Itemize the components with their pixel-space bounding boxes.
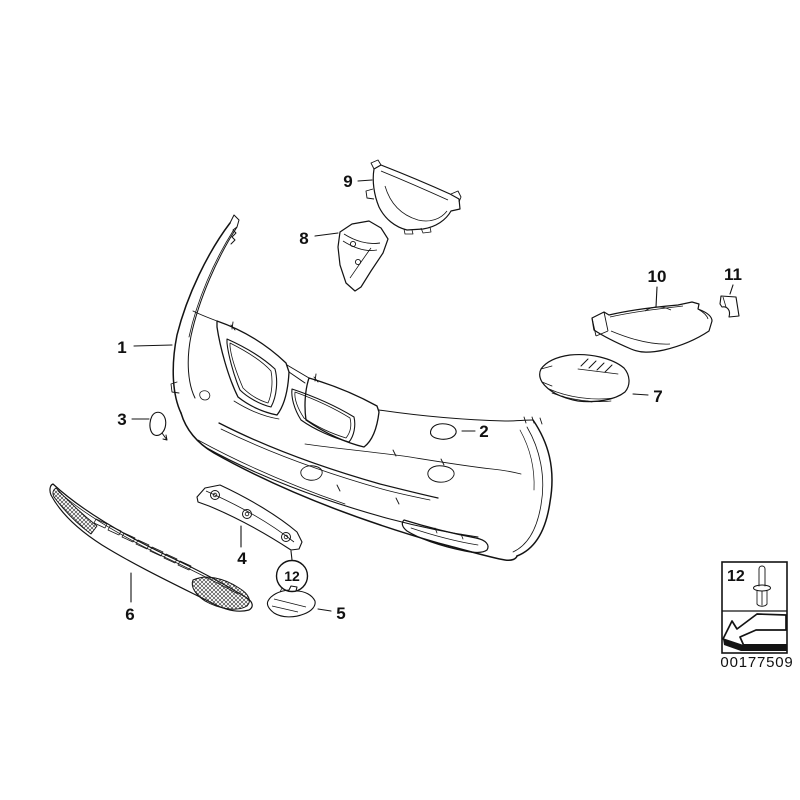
callout-10: 10 — [648, 267, 667, 286]
part-5-bracket — [266, 585, 316, 618]
legend-box: 12 — [721, 561, 788, 654]
callout-3: 3 — [117, 410, 126, 429]
legend-item-number: 12 — [727, 568, 745, 585]
leader-lines — [130, 179, 734, 612]
callout-6: 6 — [125, 605, 134, 624]
expansion-rivet-icon — [753, 565, 771, 607]
part-8-bracket — [337, 220, 389, 292]
callout-1: 1 — [117, 338, 126, 357]
part-9-air-duct — [365, 159, 462, 235]
part-11-gasket — [719, 295, 740, 318]
callout-12: 12 — [284, 568, 300, 584]
callout-5: 5 — [336, 604, 345, 623]
callout-8: 8 — [299, 229, 308, 248]
callout-2: 2 — [479, 422, 488, 441]
direction-arrow-icon — [722, 613, 787, 651]
part-4-lower-support — [196, 484, 303, 551]
callout-11: 11 — [724, 265, 742, 284]
part-3-towing-eye-cap — [149, 411, 168, 441]
part-10-holder — [591, 301, 713, 353]
part-6-lower-grille — [49, 483, 253, 612]
part-2-washer-cap — [429, 423, 457, 440]
part-1-bumper-cover — [170, 214, 553, 561]
callout-4: 4 — [237, 549, 247, 568]
part-7-fog-light-cover — [539, 353, 630, 403]
callout-7: 7 — [653, 387, 662, 406]
document-number: 00177509 — [720, 654, 793, 671]
callout-9: 9 — [343, 172, 352, 191]
callout-12-circle: 12 — [275, 559, 309, 593]
